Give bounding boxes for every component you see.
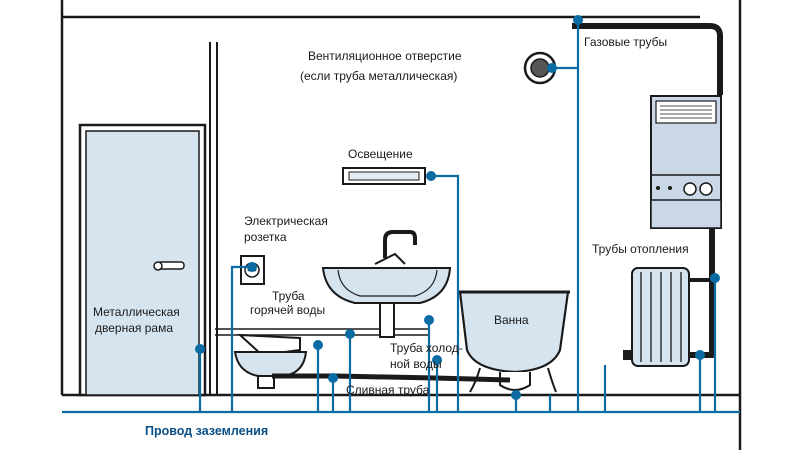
drain-pipe-label: Сливная труба [346, 383, 430, 397]
lighting-label: Освещение [348, 147, 413, 161]
heating-pipe-riser [690, 228, 715, 358]
ground-wire [62, 20, 740, 414]
heating-pipes-label: Трубы отопления [592, 242, 689, 256]
wall-pipe [209, 42, 218, 395]
socket-label-line1: Электрическая [244, 214, 328, 228]
light-fixture [342, 167, 426, 185]
radiator [623, 267, 712, 367]
door-frame-label-line2: дверная рама [95, 321, 173, 335]
ventilation-label-line2: (если труба металлическая) [300, 69, 457, 83]
gas-pipes-label: Газовые трубы [584, 35, 667, 49]
toilet [233, 333, 308, 389]
cold-water-label-line2: ной воды [390, 357, 442, 371]
socket-label-line2: розетка [244, 230, 287, 244]
bathtub [458, 290, 570, 393]
ventilation-opening [523, 51, 557, 85]
sink [321, 230, 452, 338]
gas-boiler [650, 95, 722, 229]
cold-water-label-line1: Труба холод- [390, 341, 463, 355]
ground-wire-label: Провод заземления [145, 424, 268, 438]
metal-door [78, 123, 207, 397]
gas-pipe [572, 23, 723, 95]
hot-water-label-line1: Труба [272, 289, 305, 303]
bathtub-label: Ванна [494, 313, 529, 327]
hot-water-label-line2: горячей воды [250, 303, 325, 317]
door-frame-label-line1: Металлическая [93, 305, 180, 319]
drain-pipe [272, 373, 511, 383]
ground-connection-points [195, 15, 720, 400]
hot-water-pipe [215, 328, 430, 336]
ventilation-label-line1: Вентиляционное отверстие [308, 49, 462, 63]
